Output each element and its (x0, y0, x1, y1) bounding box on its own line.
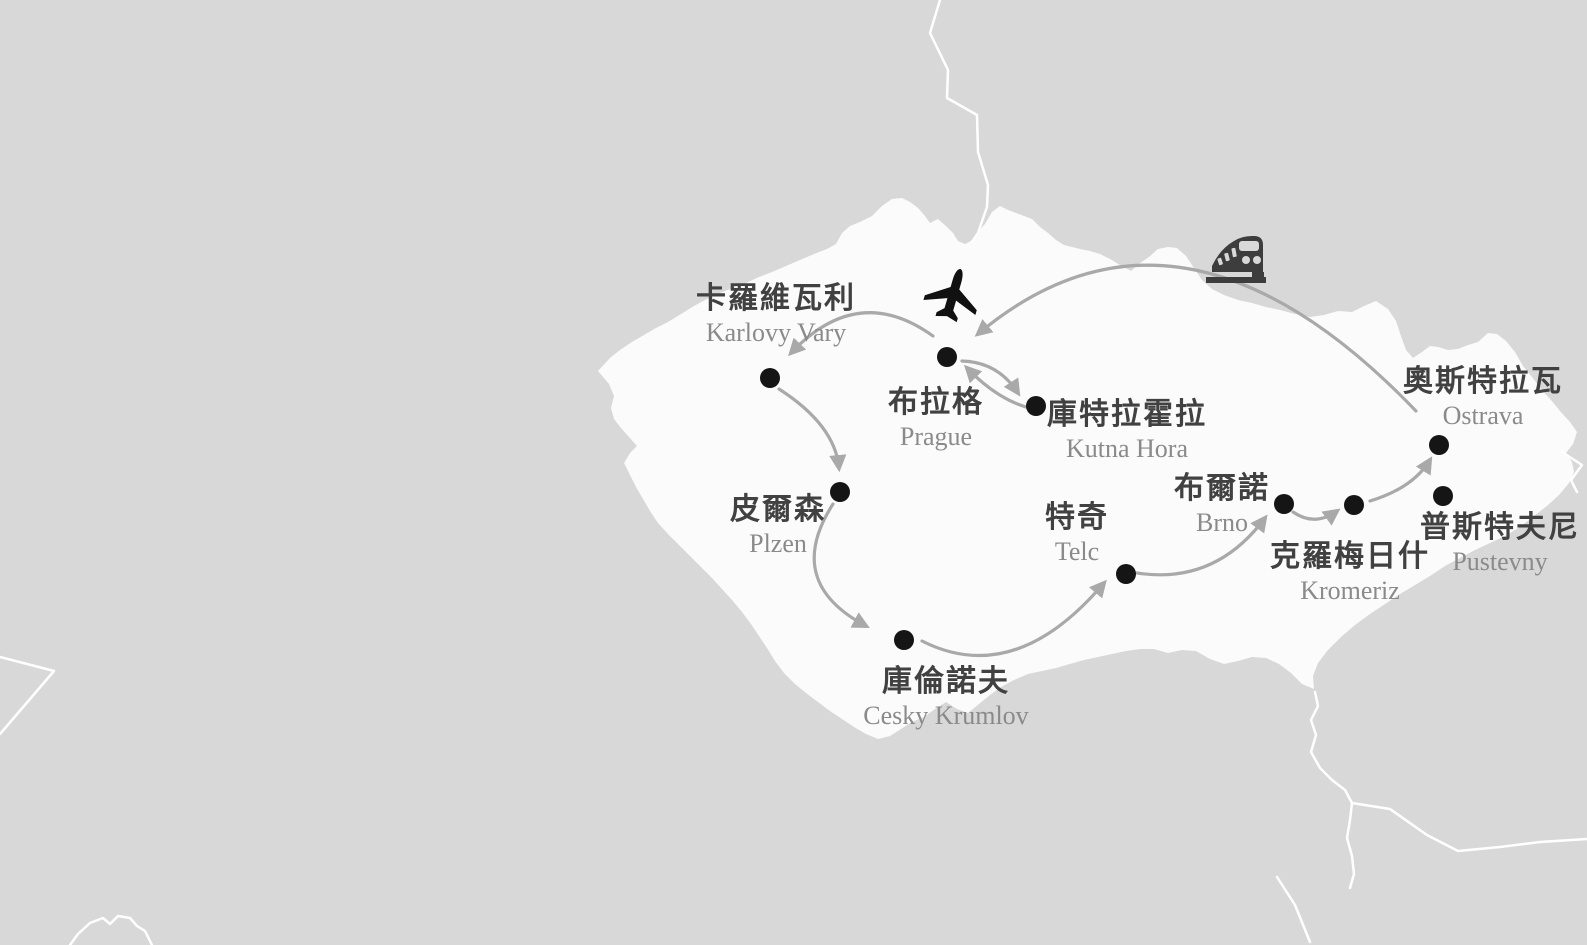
route-cesky-krumlov-telc (920, 579, 1107, 658)
airplane-icon (923, 269, 977, 323)
route-arcs (777, 263, 1433, 658)
border-austria-slovakia-horizontal (1350, 801, 1587, 853)
route-ostrava-prague-train (974, 263, 1418, 413)
city-dot-cesky-krumlov (894, 630, 914, 650)
route-kromeriz-ostrava (1368, 456, 1433, 503)
city-dot-brno (1274, 494, 1294, 514)
city-dot-ostrava (1429, 435, 1449, 455)
city-dot-plzen (830, 482, 850, 502)
city-dot-kutna-hora (1026, 396, 1046, 416)
border-east-notch (1560, 450, 1584, 494)
border-southwest-blob (68, 914, 154, 945)
route-prague-karlovy-vary (788, 311, 935, 357)
border-austria-slovakia-vertical (1309, 690, 1356, 890)
route-plzen-cesky-krumlov (812, 502, 870, 629)
city-dot-pustevny (1433, 486, 1453, 506)
route-karlovy-vary-plzen (777, 387, 847, 473)
border-southeast-diagonal (1275, 875, 1312, 944)
route-brno-kromeriz (1291, 508, 1341, 526)
city-dot-prague (937, 347, 957, 367)
czech-republic-shape (598, 198, 1577, 739)
route-prague-kutna-hora (960, 359, 1021, 397)
train-icon (1206, 236, 1266, 283)
city-dot-karlovy-vary (760, 368, 780, 388)
border-germany-poland (928, 0, 990, 244)
city-dots (760, 347, 1453, 650)
city-dot-kromeriz (1344, 495, 1364, 515)
city-dot-telc (1116, 564, 1136, 584)
border-west-wedge (0, 655, 56, 736)
route-telc-brno (1135, 514, 1268, 577)
route-kutna-hora-prague (963, 364, 1028, 409)
